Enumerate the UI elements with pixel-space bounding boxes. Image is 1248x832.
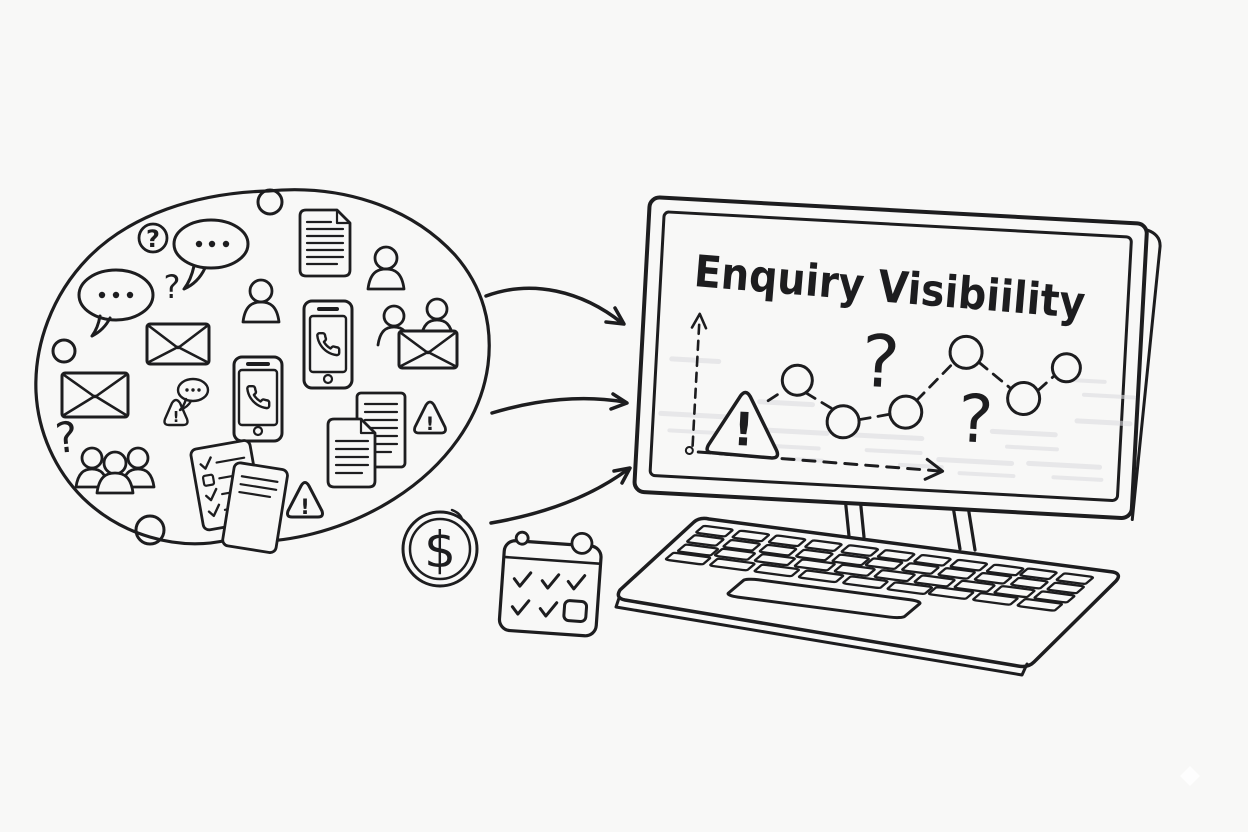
documents-stack-icon: [326, 391, 407, 489]
question-circle-icon: ?: [137, 222, 169, 254]
cloud-loop-bottom: [134, 514, 166, 546]
chart-origin-dot: [684, 445, 694, 455]
question-circle-glyph: ?: [146, 225, 160, 253]
warning-triangle-icon-small: !: [163, 398, 189, 427]
laptop-base-edge: [614, 596, 1029, 677]
note-paper-icon: [221, 461, 289, 554]
flow-arrow-bottom: [489, 466, 632, 525]
chart-line-segments: [766, 360, 1056, 422]
screen-side-depth: [1130, 228, 1162, 522]
warning-glyph: !: [426, 413, 435, 435]
phone-call-icon: [302, 299, 354, 390]
laptop: Enquiry Visibiility: [614, 195, 1162, 677]
laptop-keyboard: [664, 526, 1097, 612]
chart-markers: [780, 334, 1082, 440]
people-group-icon: [74, 446, 156, 495]
phone-call-icon-2: [232, 355, 284, 443]
flow-arrow-middle: [490, 392, 629, 415]
flow-arrows: [484, 286, 632, 525]
question-mark-icon-2: ?: [53, 412, 80, 463]
question-mark-icon: ?: [164, 268, 181, 306]
envelope-icon-2: [60, 371, 130, 419]
chart-question-mark-2: ?: [956, 380, 995, 459]
speech-bubble-icon-2: [77, 268, 155, 338]
screen-chart: !: [684, 312, 1082, 481]
calendar-checkmarks: [510, 571, 589, 623]
warning-glyph: !: [300, 495, 310, 519]
calendar-icon: [497, 530, 603, 638]
chart-y-axis: [691, 316, 701, 447]
laptop-base: [614, 516, 1121, 677]
laptop-screen: Enquiry Visibiility: [632, 195, 1162, 522]
cloud-bump-left: [51, 338, 77, 364]
chart-warning-glyph: !: [732, 402, 756, 457]
envelope-icon: [145, 322, 211, 366]
people-pair-envelope-icon: [376, 297, 459, 370]
speech-bubble-icon: [172, 218, 250, 291]
flow-arrow-top: [484, 286, 626, 326]
screen-inner-frame: [648, 210, 1133, 502]
watermark-diamond: [1180, 766, 1200, 786]
person-icon-2: [366, 245, 406, 291]
dollar-glyph: $: [424, 521, 456, 579]
cloud-bump-top: [256, 188, 284, 216]
laptop-trackpad: [726, 578, 923, 619]
laptop-base-outline: [616, 516, 1121, 669]
mini-speech-bubble-icon: [176, 377, 210, 412]
warning-triangle-icon-bottom: !: [286, 481, 324, 519]
warning-triangle-icon: !: [413, 400, 447, 435]
enquiry-sources-cloud: ? ?: [34, 188, 491, 554]
warning-glyph: !: [173, 408, 180, 426]
chart-question-mark-1: ?: [859, 319, 902, 405]
document-icon: [298, 208, 352, 278]
chart-y-axis-arrowhead: [690, 312, 708, 330]
person-icon: [241, 278, 281, 324]
chart-warning-triangle-icon: !: [705, 390, 780, 460]
dollar-coin-icon: $: [401, 508, 479, 588]
chart-x-axis-arrowhead: [923, 457, 945, 481]
